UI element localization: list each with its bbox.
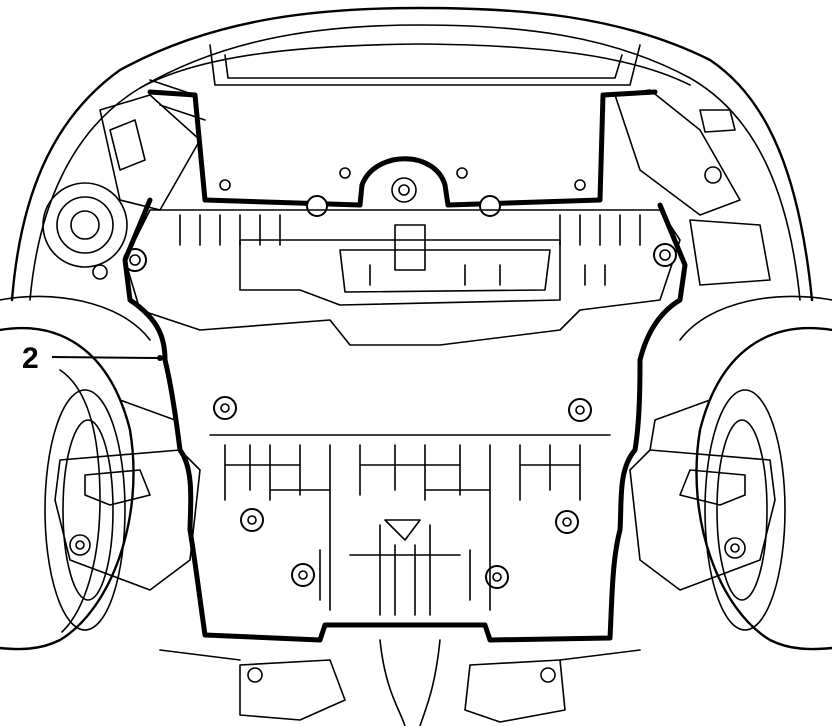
right-engine-bay-components: [614, 89, 771, 286]
right-control-arm: [629, 399, 776, 591]
callout-2-leader: [51, 356, 159, 359]
callout-2: 2: [22, 342, 163, 375]
engine-splash-shield: [122, 197, 688, 643]
lower-underbody-components: [159, 639, 641, 726]
callout-2-dot: [157, 355, 163, 361]
subframe-crossmember: [123, 209, 681, 346]
right-front-wheel: [679, 295, 832, 651]
left-engine-bay-components: [42, 79, 206, 280]
front-bumper-outline: [10, 6, 814, 302]
left-front-wheel: [0, 295, 151, 651]
upper-panel: [147, 89, 658, 217]
callout-2-number: 2: [22, 342, 39, 375]
